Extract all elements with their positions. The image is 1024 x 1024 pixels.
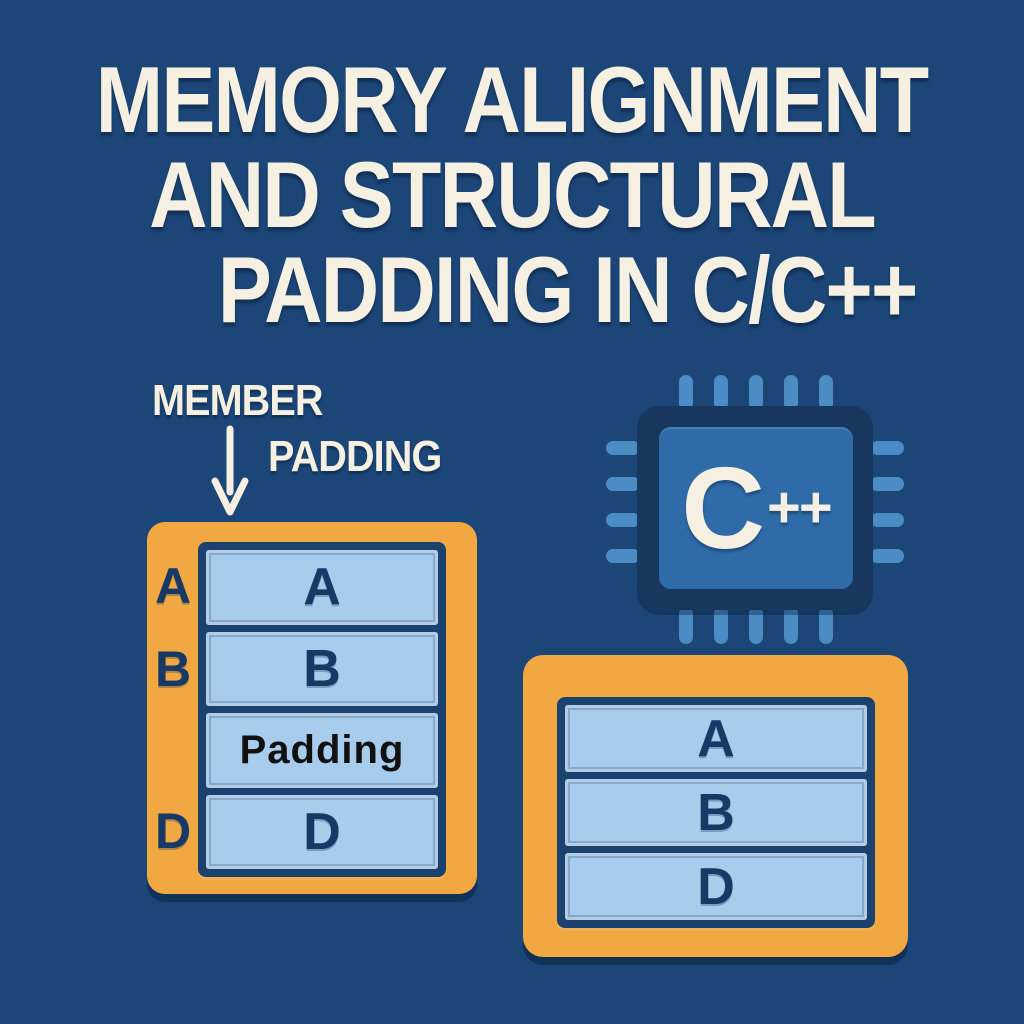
padding-annotation-label: PADDING — [268, 432, 461, 482]
chip-pin — [679, 606, 693, 644]
member-row-a: A — [206, 550, 438, 625]
chip-pin — [714, 375, 728, 410]
chip-pin — [679, 375, 693, 410]
packed-struct-frame: A B D — [557, 697, 875, 928]
outside-label-a: A — [154, 558, 192, 614]
down-arrow-icon — [211, 425, 249, 516]
chip-pin — [870, 549, 904, 563]
chip-label: C ++ — [681, 442, 833, 573]
title-line-2-text: AND STRUCTURAL — [149, 142, 877, 247]
chip-pin — [749, 606, 763, 644]
padding-row: Padding — [206, 713, 438, 788]
chip-pin — [870, 477, 904, 491]
chip-pin — [749, 375, 763, 410]
packed-row-b-label: B — [697, 783, 735, 842]
member-row-a-label: A — [303, 558, 341, 617]
chip-pin — [784, 606, 798, 644]
chip-pin — [870, 441, 904, 455]
padded-struct-frame: A B Padding D — [198, 542, 446, 877]
packed-row-d-label: D — [697, 857, 735, 916]
chip-pin — [714, 606, 728, 644]
chip-pin — [606, 549, 640, 563]
chip-pin — [819, 606, 833, 644]
chip-pin — [819, 375, 833, 410]
chip-pin — [606, 441, 640, 455]
title-line-1: MEMORY ALIGNMENT — [0, 52, 1024, 147]
padding-row-label: Padding — [239, 727, 405, 772]
member-label: MEMBER — [152, 376, 342, 426]
title-line-1-text: MEMORY ALIGNMENT — [96, 47, 929, 152]
chip-panel: C ++ — [659, 427, 853, 589]
title-line-2: AND STRUCTURAL — [0, 147, 1024, 242]
member-label-text: MEMBER — [152, 376, 324, 425]
chip-label-plus: ++ — [767, 474, 833, 540]
chip-pin — [870, 513, 904, 527]
chip-pin — [606, 477, 640, 491]
member-row-d-label: D — [303, 802, 341, 861]
member-row-d: D — [206, 794, 438, 869]
packed-row-b: B — [565, 779, 867, 846]
packed-row-d: D — [565, 853, 867, 920]
chip-label-c: C — [681, 442, 766, 573]
title-line-3-text: PADDING IN C/C++ — [217, 237, 918, 342]
title-line-3: PADDING IN C/C++ — [55, 242, 1024, 337]
outside-label-b: B — [154, 641, 192, 697]
packed-row-a-label: A — [697, 709, 735, 768]
member-row-b: B — [206, 631, 438, 706]
chip-pin — [784, 375, 798, 410]
member-row-b-label: B — [303, 639, 341, 698]
outside-label-d: D — [154, 803, 192, 859]
page-title: MEMORY ALIGNMENT AND STRUCTURAL PADDING … — [0, 52, 1024, 337]
packed-row-a: A — [565, 705, 867, 772]
padding-annotation-text: PADDING — [268, 432, 442, 481]
chip-pin — [606, 513, 640, 527]
